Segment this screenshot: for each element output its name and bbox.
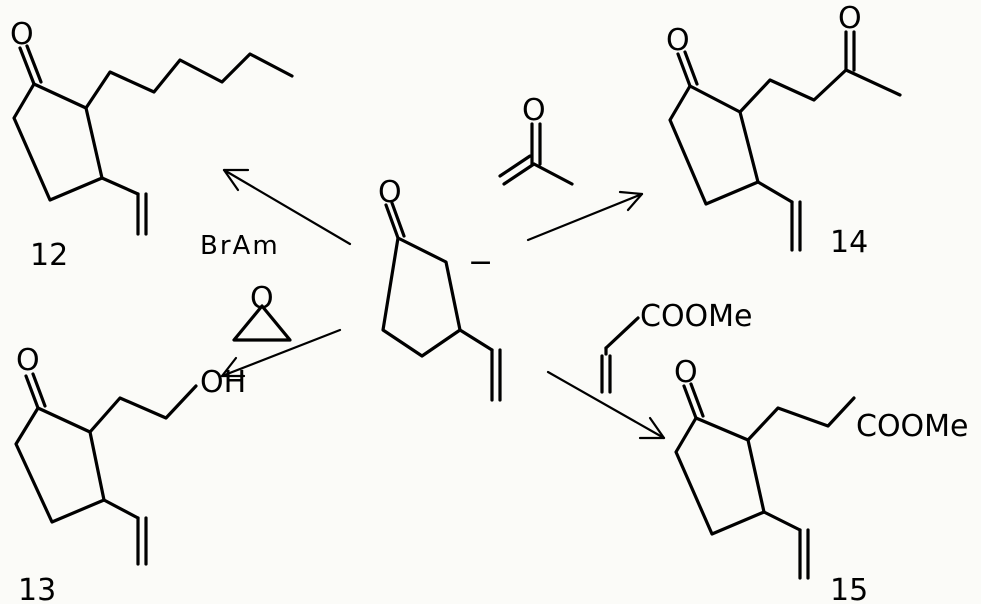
anion-charge: − — [468, 245, 493, 280]
compound-14-label: 14 — [830, 225, 868, 260]
anion-carbonyl-oxygen: O — [378, 175, 402, 210]
reagent-mvk: O — [498, 93, 574, 186]
reagent-bromide: BrAm — [200, 231, 280, 261]
compound-13-label: 13 — [18, 573, 56, 604]
compound-15: O COOMe 15 — [674, 355, 969, 604]
mvk-oxygen: O — [522, 93, 546, 128]
bromide-label: BrAm — [200, 231, 280, 261]
compound-14: O O 14 — [666, 1, 902, 260]
c14-side-oxygen: O — [838, 1, 862, 36]
arrow-to-12 — [222, 168, 352, 246]
reagent-acrylate: COOMe — [600, 299, 753, 394]
c13-carbonyl-oxygen: O — [16, 343, 40, 378]
c15-carbonyl-oxygen: O — [674, 355, 698, 390]
c15-ester: COOMe — [856, 409, 969, 444]
compound-13: O OH 13 — [14, 343, 246, 604]
compound-12: O 12 — [10, 17, 294, 273]
compound-12-label: 12 — [30, 238, 68, 273]
epoxide-oxygen: O — [250, 281, 274, 316]
c12-carbonyl-oxygen: O — [10, 17, 34, 52]
acrylate-ester: COOMe — [640, 299, 753, 334]
arrow-to-13 — [220, 328, 342, 378]
central-anion: O − — [378, 175, 502, 402]
compound-15-label: 15 — [830, 573, 868, 604]
arrow-to-15 — [546, 370, 666, 440]
arrow-to-14 — [526, 190, 644, 242]
c13-hydroxyl: OH — [200, 365, 246, 400]
reagent-epoxide: O — [232, 281, 292, 342]
c14-carbonyl-oxygen: O — [666, 23, 690, 58]
